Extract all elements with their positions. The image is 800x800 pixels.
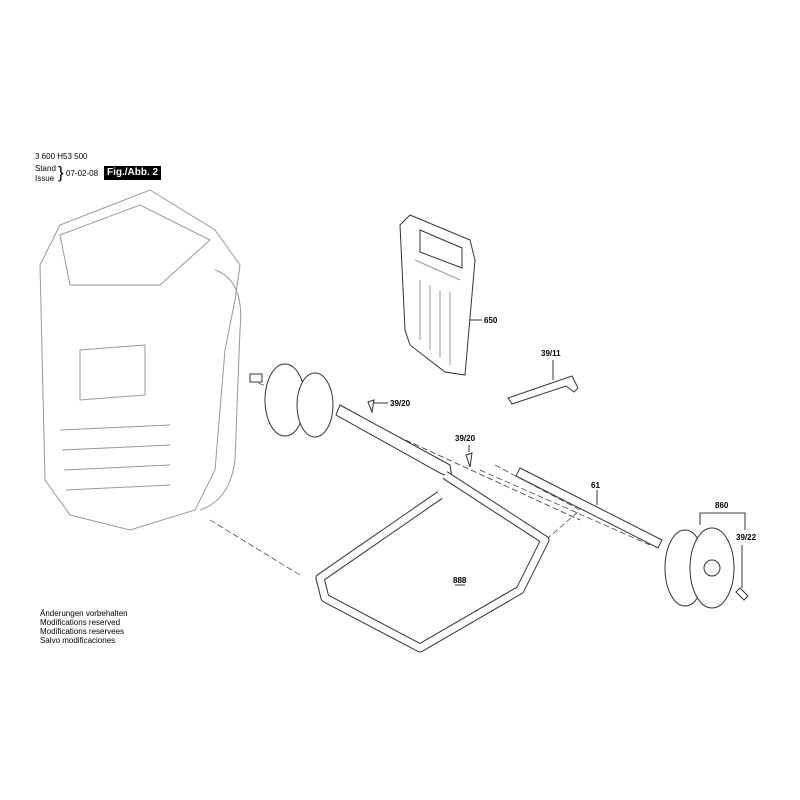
note-en: Modifications reserved [40, 618, 121, 627]
stand-label: Stand [35, 164, 56, 173]
label-39-20-b: 39/20 [455, 434, 476, 443]
label-39-20-a: 39/20 [390, 399, 411, 408]
part-39-20-screws: 39/20 39/20 [367, 399, 476, 468]
note-es: Salvo modificaciones [40, 636, 116, 645]
note-fr: Modifications reservees [40, 627, 125, 636]
issue-date: 07-02-08 [66, 169, 99, 178]
label-39-11: 39/11 [541, 349, 561, 358]
shredder-body [39, 189, 242, 531]
part-888-frame: 888 [315, 404, 550, 653]
brace: } [58, 163, 64, 182]
part-61-axle: 61 [515, 467, 663, 549]
figure-label: Fig./Abb. 2 [104, 166, 162, 180]
part-650-handle: 650 [399, 214, 498, 376]
label-650: 650 [484, 316, 498, 325]
left-wheel [249, 363, 334, 438]
note-de: Änderungen vorbehalten [40, 609, 128, 618]
label-860: 860 [715, 501, 729, 510]
issue-label: Issue [35, 174, 55, 183]
part-39-11-hex-key: 39/11 [507, 349, 579, 405]
label-888: 888 [453, 576, 467, 585]
label-39-22: 39/22 [736, 533, 757, 542]
part-860-right-wheel: 860 39/22 [664, 501, 757, 609]
label-61: 61 [591, 481, 600, 490]
document-number: 3 600 H53 500 [35, 152, 88, 161]
